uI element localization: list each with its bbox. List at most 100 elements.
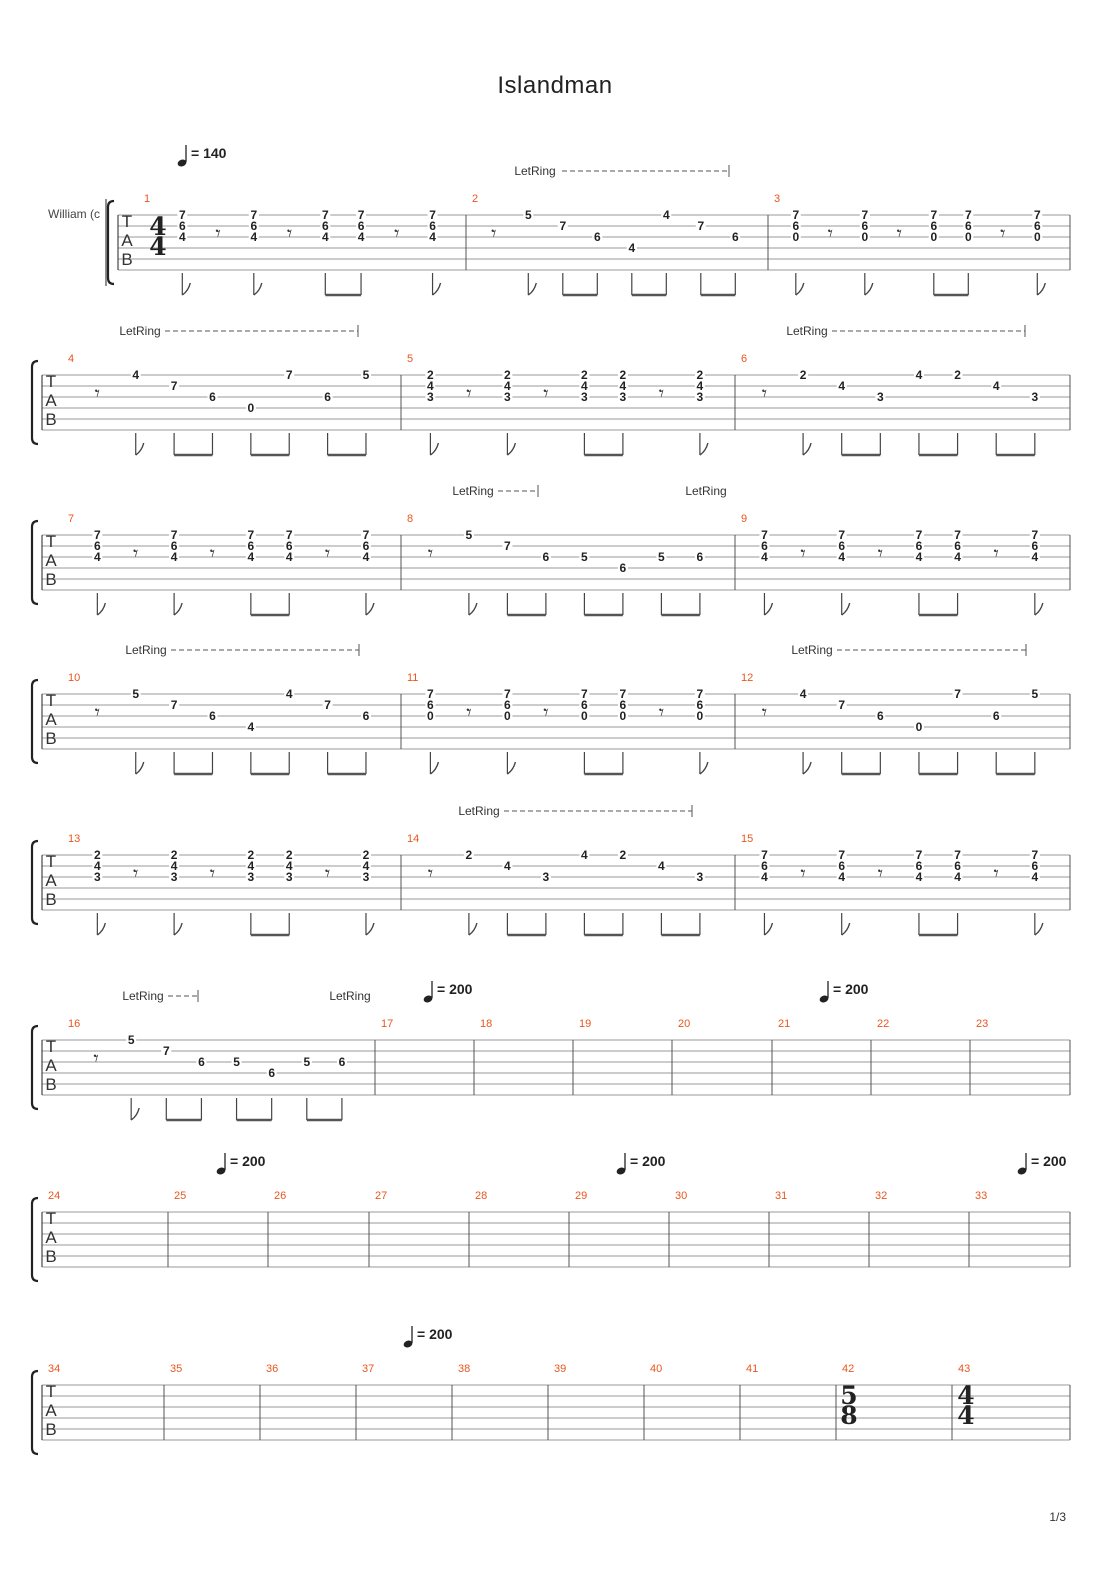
bar-number: 16 — [68, 1018, 80, 1030]
fret-number: 7 — [163, 1044, 170, 1058]
fret-mask — [859, 220, 870, 231]
fret-number: 5 — [363, 368, 370, 382]
eighth-rest: 𝄾 — [95, 700, 100, 724]
fret-mask — [320, 209, 331, 220]
eighth-flag — [429, 442, 440, 456]
fret-mask — [360, 529, 371, 540]
fret-mask — [427, 220, 438, 231]
fret-mask — [836, 871, 847, 882]
fret-number: 3 — [620, 390, 627, 404]
fret-number: 2 — [697, 368, 704, 382]
fret-number: 2 — [171, 848, 178, 862]
fret-number: 6 — [198, 1055, 205, 1069]
fret-number: 6 — [322, 219, 329, 233]
fret-number: 5 — [658, 550, 665, 564]
fret-mask — [92, 849, 103, 860]
fret-number: 6 — [286, 539, 293, 553]
fret-number: 7 — [171, 379, 178, 393]
fret-mask — [360, 871, 371, 882]
fret-mask — [245, 540, 256, 551]
fret-mask — [913, 871, 924, 882]
bar-number: 11 — [407, 672, 418, 684]
time-signature-bottom: 4 — [149, 232, 166, 261]
fret-number: 7 — [620, 687, 627, 701]
eighth-rest: 𝄾 — [659, 381, 664, 405]
eighth-flag — [130, 1107, 140, 1121]
fret-number: 6 — [358, 219, 365, 233]
fret-mask — [836, 551, 847, 562]
fret-number: 7 — [861, 208, 868, 222]
bar-number: 38 — [458, 1363, 470, 1375]
tab-clef-letter: A — [45, 1056, 57, 1075]
fret-mask — [245, 551, 256, 562]
fret-number: 4 — [179, 230, 186, 244]
fret-mask — [798, 369, 809, 380]
fret-mask — [952, 849, 963, 860]
tempo-mark: = 140 — [191, 145, 227, 161]
fret-number: 4 — [800, 687, 807, 701]
bar-number: 4 — [68, 353, 74, 365]
fret-mask — [1032, 209, 1043, 220]
fret-number: 7 — [358, 208, 365, 222]
fret-mask — [92, 529, 103, 540]
fret-mask — [360, 710, 371, 721]
fret-number: 7 — [1031, 848, 1038, 862]
fret-mask — [759, 849, 770, 860]
fret-number: 6 — [179, 219, 186, 233]
eighth-rest: 𝄾 — [428, 541, 433, 565]
system-brace — [30, 359, 39, 446]
eighth-rest: 𝄾 — [800, 541, 805, 565]
fret-mask — [502, 710, 513, 721]
fret-number: 7 — [1031, 528, 1038, 542]
time-signature-top: 5 — [840, 1381, 857, 1410]
fret-number: 7 — [324, 698, 331, 712]
fret-number: 4 — [1031, 870, 1038, 884]
fret-number: 4 — [171, 859, 178, 873]
fret-mask — [245, 721, 256, 732]
fret-number: 6 — [930, 219, 937, 233]
bar-number: 9 — [741, 513, 747, 525]
fret-mask — [266, 1067, 277, 1078]
bar-number: 39 — [554, 1363, 566, 1375]
bar-number: 15 — [741, 833, 753, 845]
bar-number: 22 — [877, 1018, 889, 1030]
fret-number: 0 — [504, 709, 511, 723]
fret-mask — [952, 551, 963, 562]
tab-clef-letter: T — [46, 691, 56, 710]
eighth-rest: 𝄾 — [543, 700, 548, 724]
fret-mask — [92, 860, 103, 871]
fret-number: 0 — [620, 709, 627, 723]
eighth-flag — [181, 282, 191, 296]
fret-mask — [963, 231, 974, 242]
tab-clef-letter: B — [45, 1420, 56, 1439]
fret-mask — [913, 721, 924, 732]
fret-number: 4 — [581, 848, 588, 862]
fret-number: 6 — [581, 698, 588, 712]
time-signature-top: 4 — [957, 1381, 974, 1410]
fret-number: 4 — [1031, 550, 1038, 564]
tab-clef-letter: A — [45, 1401, 57, 1420]
time-signature-top: 4 — [149, 212, 166, 241]
fret-number: 6 — [916, 859, 923, 873]
fret-mask — [126, 1034, 137, 1045]
fret-number: 4 — [322, 230, 329, 244]
fret-mask — [617, 380, 628, 391]
fret-number: 3 — [877, 390, 884, 404]
fret-mask — [1029, 688, 1040, 699]
bar-number: 6 — [741, 353, 747, 365]
bar-number: 20 — [678, 1018, 690, 1030]
fret-number: 6 — [363, 539, 370, 553]
fret-number: 6 — [171, 539, 178, 553]
fret-number: 7 — [559, 219, 566, 233]
system-brace — [30, 678, 39, 765]
fret-mask — [1029, 529, 1040, 540]
bar-number: 3 — [774, 193, 780, 205]
fret-mask — [913, 551, 924, 562]
bar-number: 25 — [174, 1190, 186, 1202]
fret-number: 7 — [429, 208, 436, 222]
fret-number: 3 — [427, 390, 434, 404]
fret-number: 6 — [594, 230, 601, 244]
fret-mask — [502, 699, 513, 710]
fret-mask — [617, 849, 628, 860]
fret-number: 6 — [916, 539, 923, 553]
